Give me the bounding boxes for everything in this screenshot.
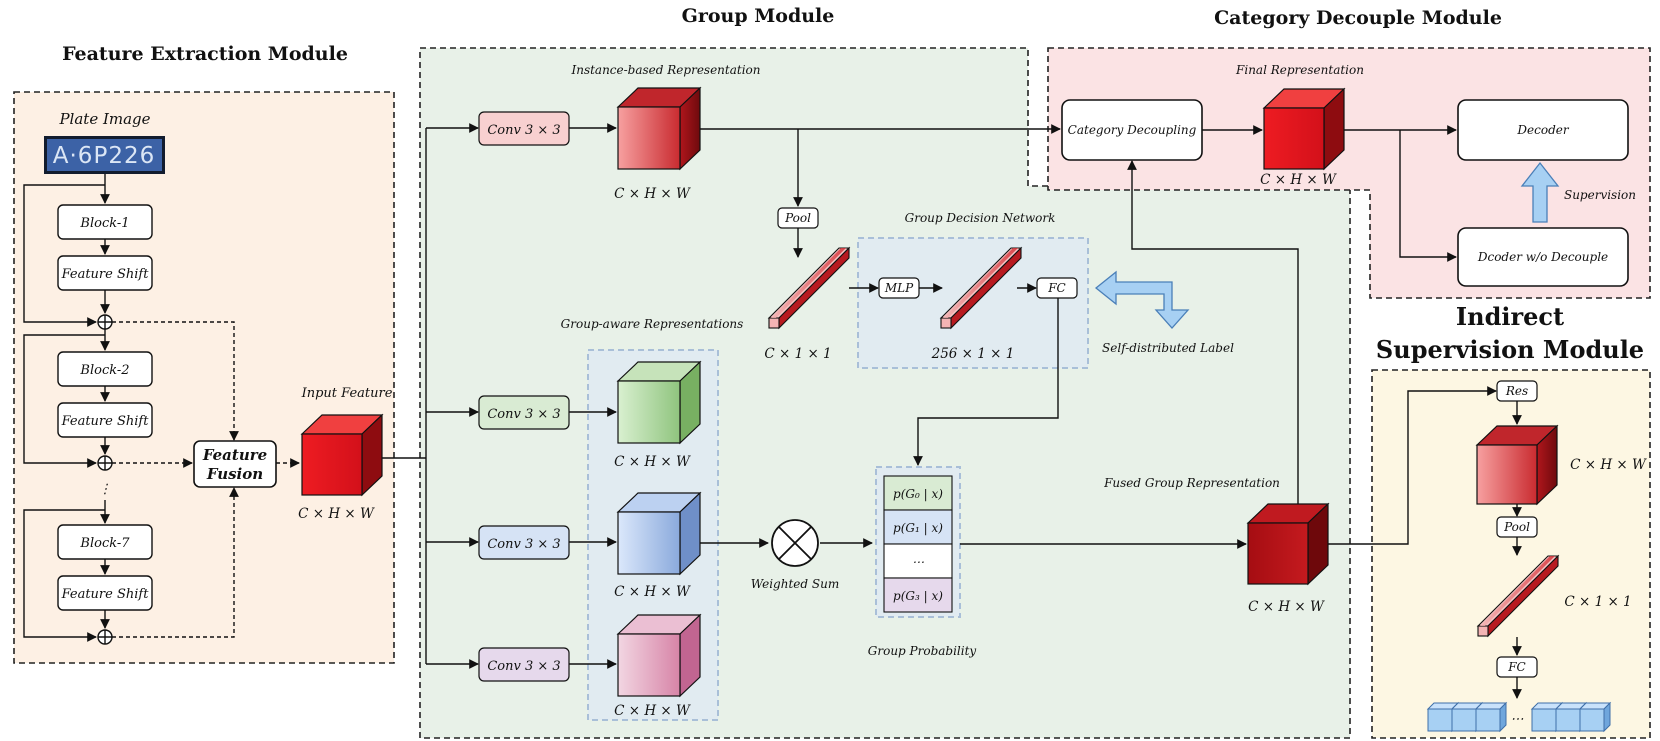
res-label: Res	[1505, 384, 1528, 398]
pool-box	[777, 207, 819, 229]
group-probability-label: Group Probability	[868, 644, 977, 658]
group-cube-green	[616, 360, 702, 445]
feature-shift-7-label: Feature Shift	[61, 587, 150, 602]
output-ellipsis: ⋯	[1511, 712, 1524, 727]
plate-text: A·6P226	[53, 143, 155, 169]
decision-vector-bar	[939, 246, 1023, 330]
instance-representation-label: Instance-based Representation	[570, 63, 760, 77]
indirect-vector-dims: C × 1 × 1	[1564, 594, 1631, 610]
conv-instance-label: Conv 3 × 3	[487, 123, 560, 138]
conv-group-0-label: Conv 3 × 3	[487, 407, 560, 422]
group-cube-blue-dims: C × H × W	[614, 584, 691, 600]
fused-to-res-connector	[1328, 386, 1497, 545]
mlp-box	[878, 277, 920, 299]
input-feature-cube	[300, 413, 384, 497]
mlp-label: MLP	[884, 281, 914, 295]
decoder-label: Decoder	[1516, 123, 1569, 137]
category-decoupling-label: Category Decoupling	[1068, 123, 1197, 137]
add-node-2	[97, 455, 113, 471]
input-split-connectors	[382, 123, 479, 669]
instance-cube	[616, 86, 702, 171]
add-node-1	[97, 314, 113, 330]
self-distributed-arrow	[1094, 270, 1190, 329]
feature-extraction-connectors	[23, 174, 110, 642]
fc-to-probability-connector	[913, 298, 1059, 466]
pooled-vector-dims: C × 1 × 1	[764, 346, 831, 362]
indirect-pool-box	[1496, 516, 1538, 538]
res-dims: C × H × W	[1570, 457, 1647, 473]
indirect-supervision-panel	[1371, 369, 1651, 739]
category-decouple-title: Category Decouple Module	[1214, 7, 1502, 29]
feature-shift-1-label: Feature Shift	[61, 267, 150, 282]
input-feature-label: Input Feature	[301, 386, 393, 401]
indirect-fc-label: FC	[1507, 660, 1526, 674]
probability-g0: p(G₀ | x)	[893, 487, 943, 501]
supervision-arrow	[1520, 161, 1560, 223]
block-7-label: Block-7	[79, 536, 130, 551]
probability-ellipsis: ⋯	[912, 555, 924, 569]
instance-connectors	[700, 124, 1061, 258]
indirect-pool-label: Pool	[1503, 520, 1530, 534]
final-to-decoder-connectors	[1344, 125, 1457, 262]
indirect-vector-bar	[1476, 554, 1560, 638]
block-2-label: Block-2	[79, 363, 129, 378]
feature-shift-2-label: Feature Shift	[61, 414, 150, 429]
feature-fusion-label-2: Fusion	[206, 465, 263, 483]
feature-extraction-title: Feature Extraction Module	[62, 43, 348, 65]
weighted-sum-icon	[771, 519, 819, 567]
fc-label: FC	[1047, 281, 1066, 295]
group-cube-pink	[616, 613, 702, 698]
feature-fusion-box	[193, 440, 277, 488]
decoder-wo-decouple-box	[1457, 227, 1629, 287]
supervision-label: Supervision	[1564, 188, 1636, 202]
fc-box	[1036, 277, 1078, 299]
group-aware-label: Group-aware Representations	[561, 317, 744, 331]
group-module-title: Group Module	[682, 5, 835, 27]
conv-group-3-label: Conv 3 × 3	[487, 659, 560, 674]
res-cube	[1475, 424, 1559, 506]
fusion-dashed-connectors	[112, 321, 300, 638]
group-cube-green-dims: C × H × W	[614, 454, 691, 470]
decoder-box	[1457, 99, 1629, 161]
input-feature-dims: C × H × W	[298, 506, 375, 522]
decision-vector-dims: 256 × 1 × 1	[931, 346, 1015, 362]
group-cube-blue	[616, 491, 702, 576]
conv-to-cube-arrows	[569, 123, 617, 669]
pool-label: Pool	[784, 211, 811, 225]
output-cube	[1474, 701, 1508, 733]
fused-representation-label: Fused Group Representation	[1103, 476, 1280, 490]
group-cube-pink-dims: C × H × W	[614, 703, 691, 719]
decision-network-label: Group Decision Network	[905, 211, 1056, 225]
indirect-fc-box	[1496, 656, 1538, 678]
fused-cube	[1246, 502, 1330, 586]
feature-fusion-label-1: Feature	[202, 446, 267, 464]
probability-g1: p(G₁ | x)	[893, 521, 943, 535]
output-cube	[1578, 701, 1612, 733]
weighted-sum-label: Weighted Sum	[751, 577, 839, 591]
plate-image: A·6P226	[44, 136, 165, 174]
pooled-vector-bar	[767, 246, 851, 330]
indirect-supervision-title-line1: Indirect	[1456, 302, 1564, 331]
block-1-label: Block-1	[79, 216, 129, 231]
instance-dims: C × H × W	[614, 186, 691, 202]
probability-column	[883, 475, 953, 613]
self-distributed-label: Self-distributed Label	[1102, 341, 1234, 355]
final-dims: C × H × W	[1260, 172, 1337, 188]
final-cube	[1262, 87, 1346, 171]
probability-g3: p(G₃ | x)	[893, 589, 943, 603]
final-representation-label: Final Representation	[1235, 63, 1364, 77]
fused-to-decoupling-connector	[1127, 160, 1299, 504]
decoder-wo-decouple-label: Dcoder w/o Decouple	[1477, 250, 1608, 264]
plate-image-label: Plate Image	[58, 110, 150, 128]
fused-dims: C × H × W	[1248, 599, 1325, 615]
conv-group-1-label: Conv 3 × 3	[487, 537, 560, 552]
indirect-supervision-title-line2: Supervision Module	[1376, 335, 1644, 364]
add-node-7	[97, 629, 113, 645]
output-cubes	[1426, 701, 1612, 733]
block-ellipsis: ⋮	[99, 482, 112, 497]
